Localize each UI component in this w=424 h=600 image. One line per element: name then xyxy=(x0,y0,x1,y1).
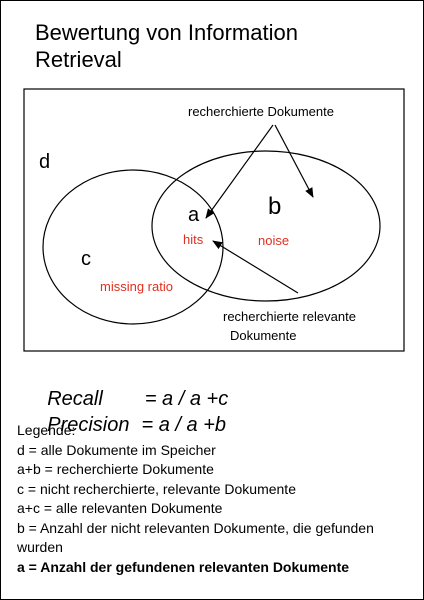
label-relevant-line2: Dokumente xyxy=(230,328,296,343)
relevant-set-ellipse xyxy=(42,169,224,325)
label-b: b xyxy=(268,193,281,220)
label-missing-ratio: missing ratio xyxy=(100,279,173,294)
legend-heading: Legende: xyxy=(17,422,76,438)
legend-line: d = alle Dokumente im Speicher xyxy=(17,441,216,458)
legend-line-bold: a = Anzahl der gefundenen relevanten Dok… xyxy=(17,558,350,575)
precision-label: Precision xyxy=(47,414,130,436)
label-recherchierte-dokumente: recherchierte Dokumente xyxy=(188,104,334,119)
label-noise: noise xyxy=(258,233,289,248)
arrow-to-hits xyxy=(212,240,299,294)
page-title: Bewertung von Information Retrieval xyxy=(35,20,298,72)
label-c: c xyxy=(81,248,91,270)
label-relevant-line1: recherchierte relevante xyxy=(223,309,356,324)
legend-line: a+c = alle relevanten Dokumente xyxy=(17,500,223,516)
arrow-to-b xyxy=(274,124,314,198)
legend-line: c = nicht recherchierte, relevante Dokum… xyxy=(17,480,296,497)
venn-diagram: d a b c hits noise missing ratio recherc… xyxy=(23,88,405,352)
precision-expression: = a / a +b xyxy=(141,414,227,436)
label-hits: hits xyxy=(183,232,204,247)
label-d: d xyxy=(39,151,50,173)
universe-rectangle xyxy=(23,88,405,352)
retrieved-set-ellipse xyxy=(151,150,381,302)
legend-line: a+b = recherchierte Dokumente xyxy=(17,461,214,477)
legend-line: b = Anzahl der nicht relevanten Dokument… xyxy=(17,519,374,556)
recall-expression: = a / a +c xyxy=(144,388,229,410)
recall-label: Recall xyxy=(47,388,103,410)
recall-formula: Recall = a / a +c xyxy=(25,365,228,434)
arrow-to-a xyxy=(205,124,274,219)
legend: Legende: d = alle Dokumente im Speicher … xyxy=(17,421,413,577)
precision-formula: Precision = a / a +b xyxy=(25,391,226,460)
label-a: a xyxy=(188,204,200,226)
